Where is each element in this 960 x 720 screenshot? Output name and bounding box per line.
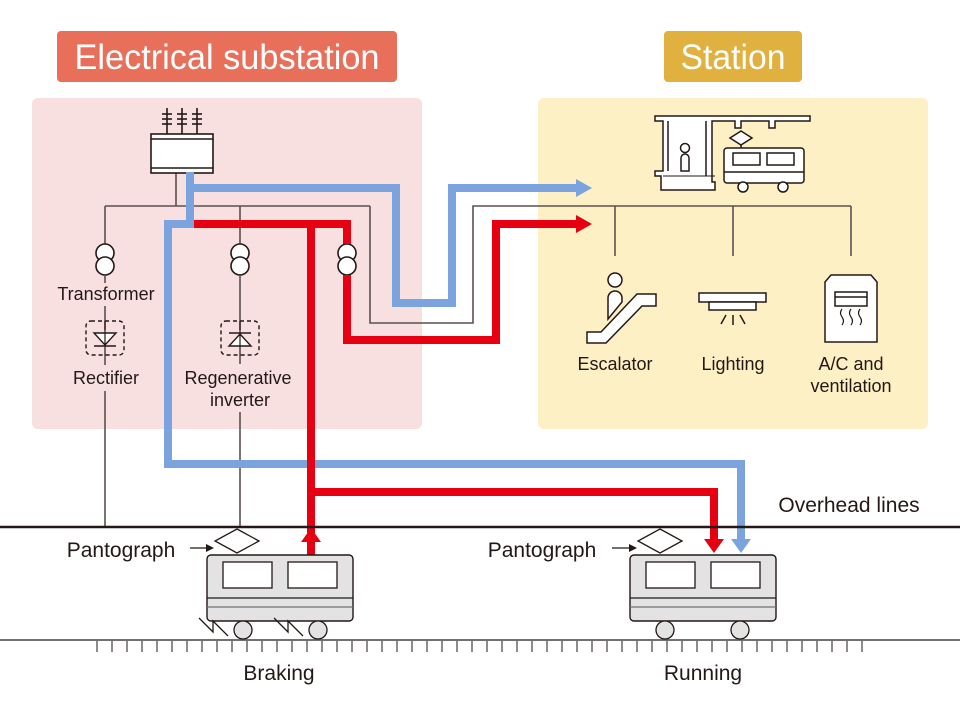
red-arrow-to-train [704,539,724,553]
running-label: Running [664,662,742,685]
running-pantograph-icon [636,528,684,554]
red-power-flow [194,220,718,541]
substation-supply-icon [150,108,214,174]
braking-label: Braking [243,662,314,685]
station-badge: Station [664,31,802,82]
substation-title: Electrical substation [75,38,380,77]
braking-train [198,528,354,640]
ac-label-line1: A/C and [818,354,883,374]
rectifier-icon [85,320,125,356]
escalator-icon [586,272,657,344]
rail-sleepers [96,641,863,652]
blue-arrow-to-station [576,179,592,197]
braking-pantograph-pointer [190,544,214,552]
running-train [629,528,777,640]
inverter-transformer-icon [230,243,250,276]
substation-panel [32,98,422,429]
running-pantograph-label: Pantograph [488,539,597,562]
running-pantograph-pointer [612,544,637,552]
regenerative-inverter-label-line1: Regenerative [184,368,291,388]
station-train-icon [723,130,805,193]
transformer-label: Transformer [57,284,154,304]
station-title: Station [681,38,786,77]
blue-power-flow [164,172,745,541]
escalator-label: Escalator [577,354,652,374]
overhead-lines-label: Overhead lines [778,494,919,517]
ac-label-line2: ventilation [810,376,891,396]
braking-pantograph-label: Pantograph [67,539,176,562]
substation-badge: Electrical substation [57,31,397,82]
regenerative-inverter-icon [220,320,260,356]
lighting-label: Lighting [701,354,764,374]
station-panel [538,98,928,429]
station-transformer-icon [337,243,357,276]
blue-arrow-to-train [731,539,751,553]
spark-icon [273,617,304,637]
spark-icon [198,617,229,637]
red-arrow-to-station [576,215,592,233]
ac-ventilation-icon [824,274,878,343]
braking-pantograph-icon [213,528,261,554]
red-arrow-from-braking-train [301,528,321,542]
station-platform-icon [654,115,811,191]
lighting-icon [698,292,767,325]
wiring [104,173,852,527]
rectifier-label: Rectifier [73,368,139,388]
transformer-icon [95,243,115,276]
regenerative-inverter-label-line2: inverter [210,390,270,410]
